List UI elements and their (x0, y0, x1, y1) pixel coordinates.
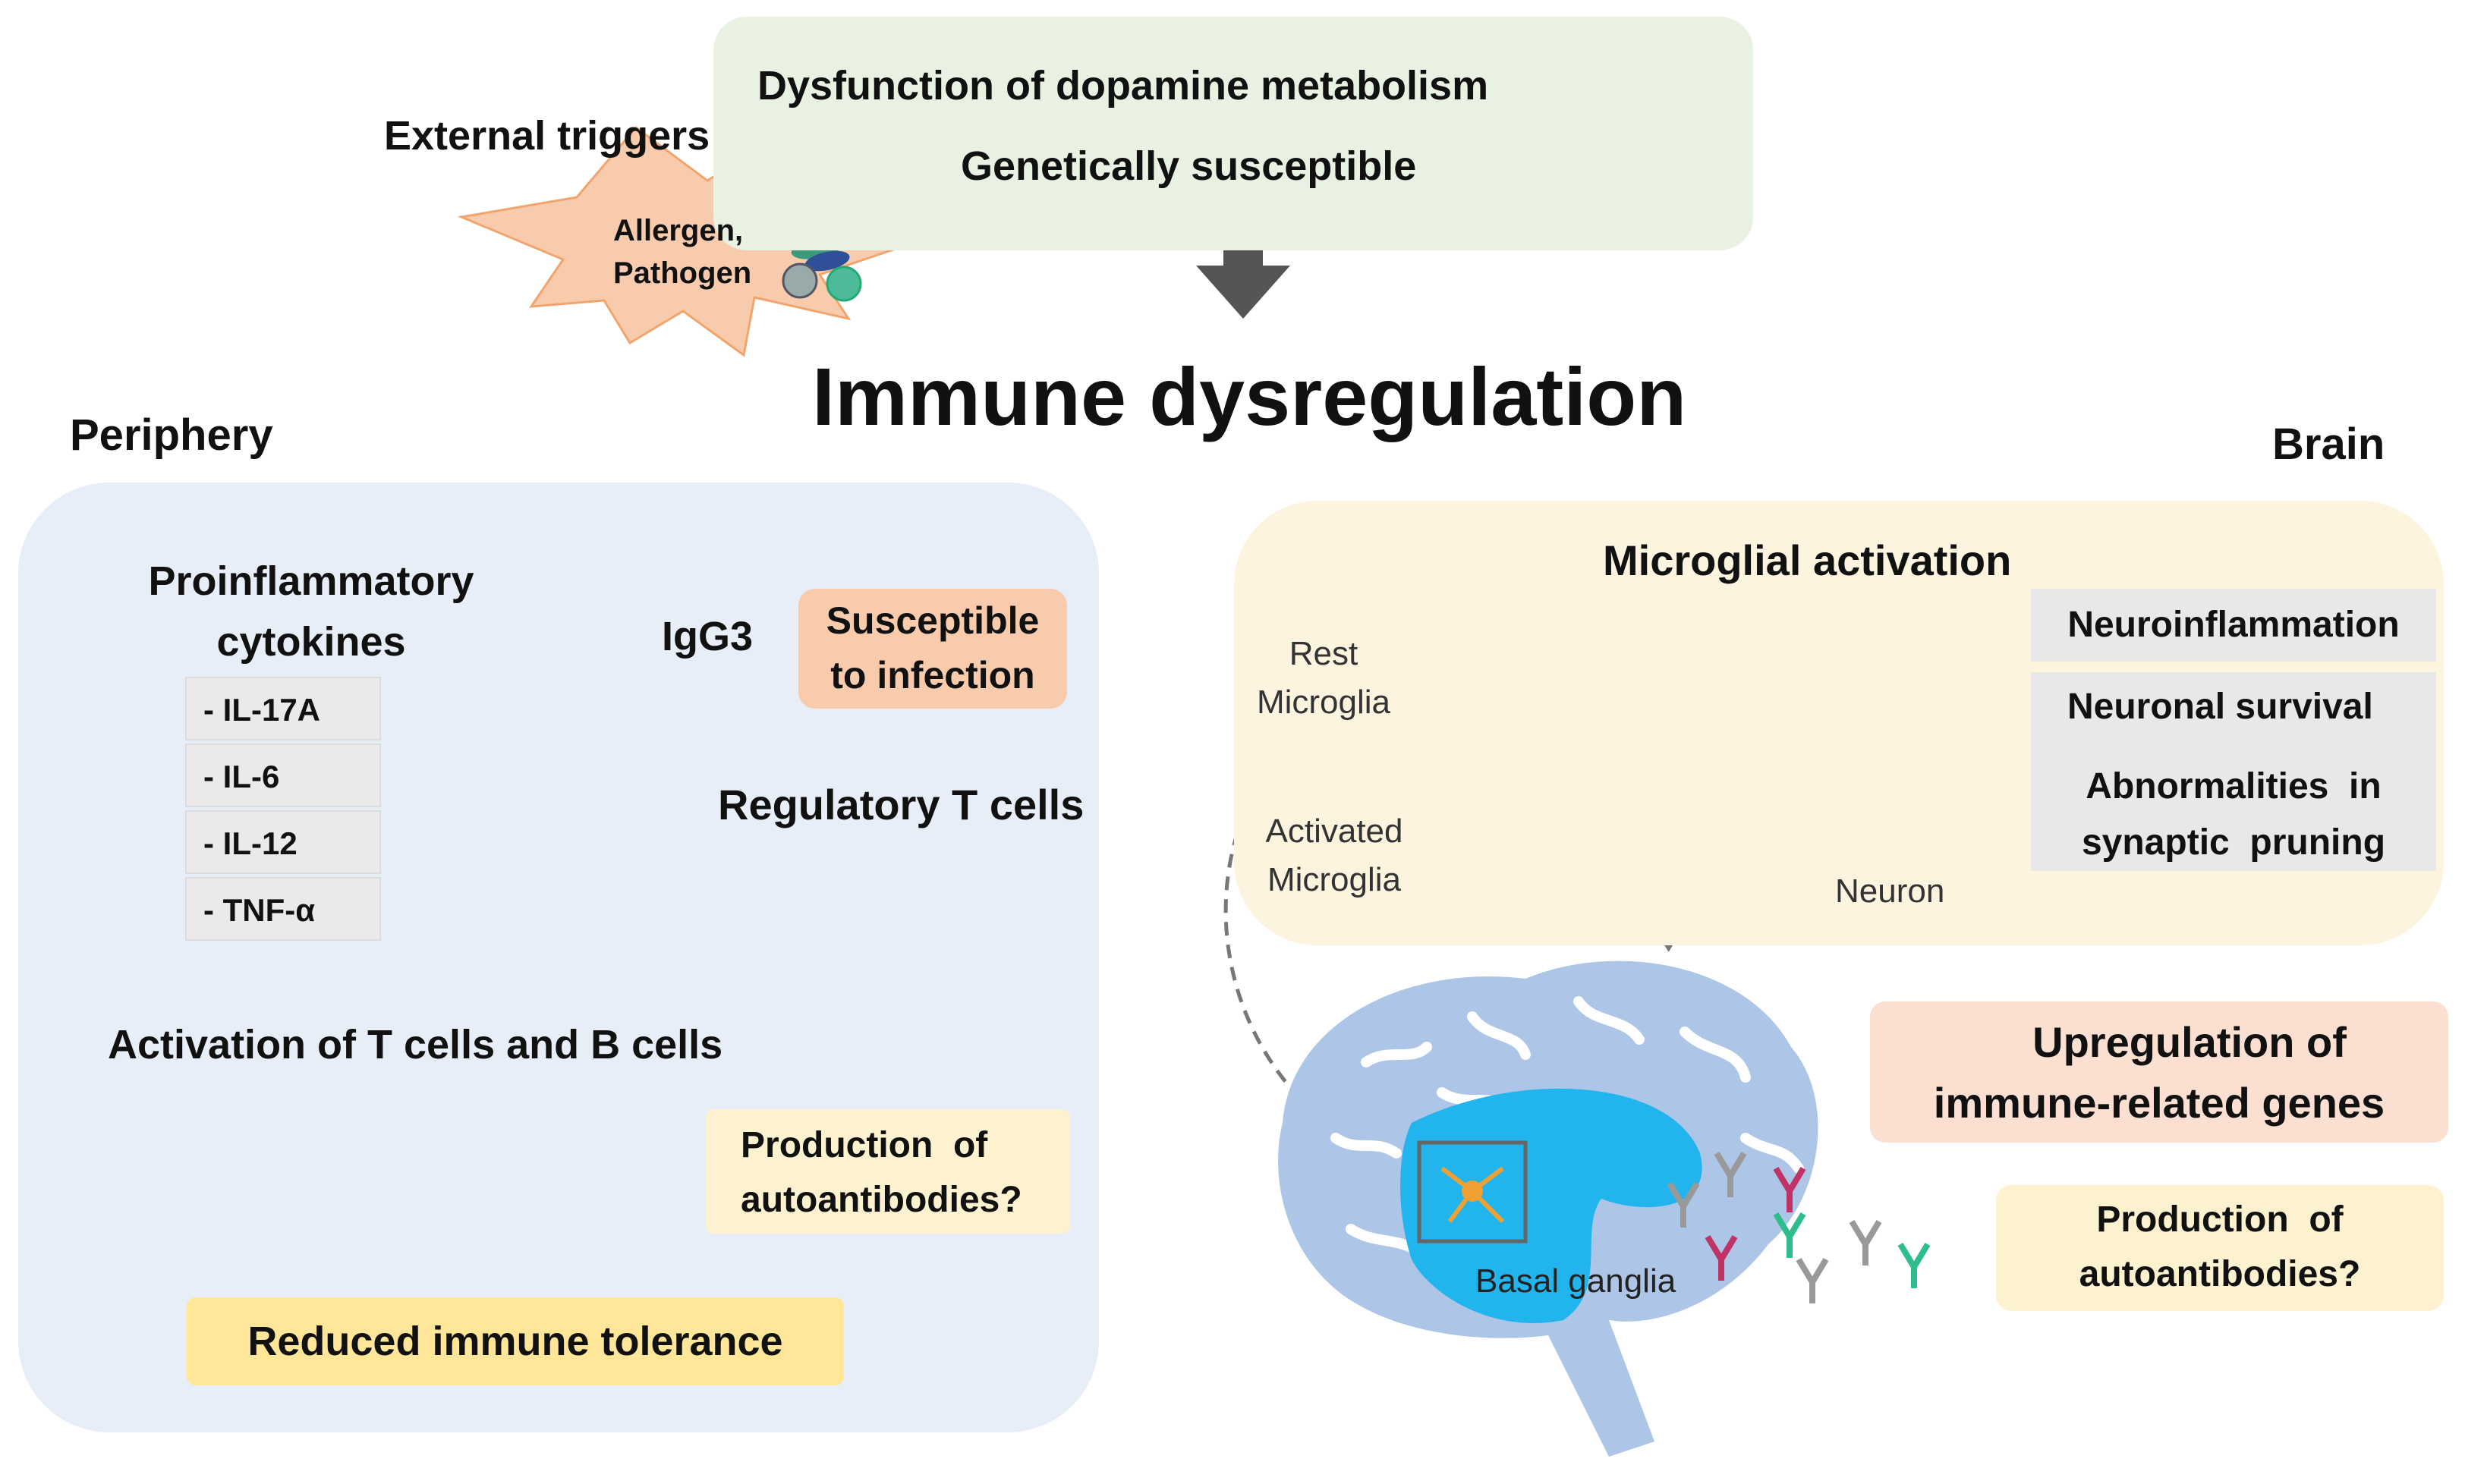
down-arrow-icon (1196, 220, 1290, 319)
genetic-label: Genetically susceptible (961, 143, 1417, 189)
allergen-label: Allergen, Pathogen (613, 209, 751, 294)
top-factors-box (713, 17, 1753, 250)
tolerance-box: Reduced immune tolerance (187, 1297, 844, 1385)
external-triggers-label: External triggers (384, 113, 710, 159)
brain-autoantibodies-icon (1667, 1151, 1931, 1303)
synaptic-line2: synaptic pruning (2081, 822, 2386, 863)
periphery-heading: Periphery (70, 410, 273, 460)
cytokine-item: - IL-6 (185, 744, 381, 807)
synaptic-label: Abnormalities in synaptic pruning (2031, 759, 2436, 871)
neuron-label: Neuron (1835, 872, 1945, 910)
cytokine-item: - IL-12 (185, 810, 381, 874)
cytokine-item: - TNF-α (185, 877, 381, 941)
main-title: Immune dysregulation (812, 351, 1687, 442)
proinflammatory-line2: cytokines (216, 619, 406, 665)
activation-label: Activation of T cells and B cells (108, 1022, 723, 1067)
tregs-label: Regulatory T cells (718, 781, 1085, 828)
rest-microglia-label: Rest Microglia (1240, 630, 1407, 727)
activated-line2: Microglia (1267, 861, 1402, 898)
brain-autoantibodies-line2: autoantibodies? (2079, 1254, 2361, 1294)
cytokine-item: - IL-17A (185, 677, 381, 740)
proinflammatory-line1: Proinflammatory (148, 558, 474, 604)
proinflammatory-label: Proinflammatory cytokines (121, 551, 501, 672)
activated-microglia-label: Activated Microglia (1251, 807, 1418, 904)
upregulation-line1: Upregulation of (2032, 1018, 2347, 1066)
upregulation-line2: immune-related genes (1933, 1079, 2385, 1127)
basal-ganglia-shape (1400, 1088, 1702, 1323)
rest-line1: Rest (1289, 635, 1358, 672)
synaptic-line1: Abnormalities in (2086, 766, 2382, 806)
allergen-line1: Allergen, (613, 214, 744, 247)
neuronal-survival-text: Neuronal survival (2067, 687, 2373, 727)
neuronal-effects-box (2031, 672, 2436, 871)
periphery-autoantibodies-box: Production of autoantibodies? (706, 1109, 1070, 1234)
brain-autoantibodies-line1: Production of (2096, 1199, 2344, 1240)
rest-line2: Microglia (1256, 684, 1391, 721)
pathogen-icon (782, 235, 862, 302)
igg3-label: IgG3 (662, 614, 754, 659)
susceptible-line1: Susceptible (826, 599, 1040, 642)
brain-organ-icon (1278, 961, 1818, 1457)
brain-autoantibodies-box: Production of autoantibodies? (1996, 1185, 2444, 1311)
autoantibodies-line1: Production of (741, 1125, 988, 1165)
autoantibodies-line2: autoantibodies? (741, 1180, 1022, 1220)
dopamine-label: Dysfunction of dopamine metabolism (757, 63, 1489, 108)
brain-heading: Brain (2272, 420, 2385, 469)
upregulation-box: Upregulation of immune-related genes (1870, 1001, 2448, 1143)
neuroinflammation-box: Neuroinflammation (2031, 589, 2436, 662)
neuronal-survival-label: Neuronal survival (2038, 686, 2373, 728)
microglial-activation-title: Microglial activation (1603, 536, 2012, 584)
basal-ganglia-label: Basal ganglia (1475, 1262, 1676, 1300)
susceptible-line2: to infection (830, 654, 1035, 696)
allergen-line2: Pathogen (613, 256, 752, 290)
susceptible-box: Susceptible to infection (798, 589, 1067, 709)
activated-line1: Activated (1265, 813, 1403, 850)
